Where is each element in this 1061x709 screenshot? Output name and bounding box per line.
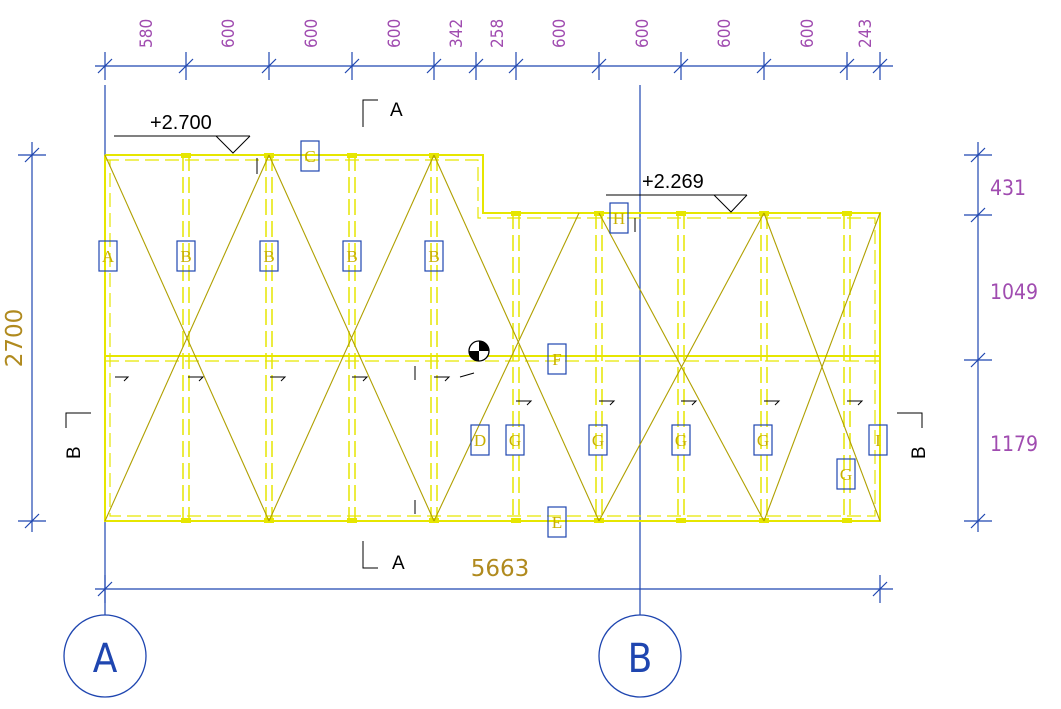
top-dim-6: 258 [488,19,508,48]
svg-text:A: A [392,553,405,574]
right-dimension-chain [964,142,992,532]
svg-text:B: B [64,446,85,459]
svg-text:A: A [102,247,115,266]
top-dim-3: 600 [302,19,322,48]
top-dim-1: 580 [137,19,157,48]
member-tag-e: E [547,506,567,538]
grid-bubble-a: A [63,614,147,698]
member-tag-i1: I [868,424,888,456]
svg-text:G: G [757,431,769,450]
member-tag-b3: B [342,240,362,272]
top-dimension-labels: 580 600 600 600 342 258 600 600 600 600 … [137,19,876,48]
top-dim-4: 600 [385,19,405,48]
bottom-dimension [95,575,893,603]
bottom-dim-label: 5663 [471,556,530,582]
grid-bubble-b: B [598,614,682,698]
member-tag-b2: B [259,240,279,272]
right-dim-1: 431 [990,176,1026,200]
right-dim-3: 1179 [990,432,1038,456]
level-marker-upper: +2.700 [114,112,251,154]
top-dim-7: 600 [550,19,570,48]
member-tag-a1: A [98,240,118,272]
member-tag-d1: D [470,424,490,456]
svg-text:B: B [263,247,274,266]
member-tag-h: H [609,202,629,234]
svg-text:G: G [592,431,604,450]
member-tag-g2: G [588,424,608,456]
svg-text:G: G [675,431,687,450]
svg-text:A: A [93,636,118,682]
center-of-gravity-icon [468,340,490,362]
svg-text:H: H [613,209,625,228]
svg-text:B: B [628,636,653,682]
member-direction-marks [115,158,864,514]
level-label-lower: +2.269 [642,171,704,193]
top-dim-10: 600 [798,19,818,48]
svg-text:B: B [346,247,357,266]
top-dim-11: 243 [856,19,876,48]
top-dimension-chain [95,52,893,80]
framing-members [104,153,881,523]
section-marker-a-bottom: A [362,541,405,574]
level-marker-lower: +2.269 [606,171,748,213]
member-tag-g1: G [505,424,525,456]
member-tag-b4: B [424,240,444,272]
top-dim-8: 600 [633,19,653,48]
right-dim-2: 1049 [990,280,1038,304]
svg-text:B: B [909,446,930,459]
svg-text:B: B [180,247,191,266]
member-tag-f: F [547,343,567,375]
svg-text:F: F [552,350,561,369]
top-dim-9: 600 [715,19,735,48]
level-label-upper: +2.700 [150,112,212,134]
top-dim-2: 600 [219,19,239,48]
member-tag-g5: G [836,458,856,490]
member-tag-g4: G [753,424,773,456]
cross-bracing [104,154,881,522]
svg-text:E: E [552,513,562,532]
member-tag-g3: G [671,424,691,456]
svg-text:G: G [840,465,852,484]
top-dim-5: 342 [447,19,467,48]
left-dimension [18,142,46,532]
section-marker-b-right: B [897,412,930,459]
svg-text:I: I [875,431,881,450]
member-tag-b1: B [176,240,196,272]
section-marker-b-left: B [64,412,91,459]
svg-text:A: A [390,100,403,121]
svg-text:C: C [304,147,315,166]
member-tags: C H F E A B B B B D G G G G G I [98,140,888,538]
left-dim-label: 2700 [2,309,28,368]
svg-text:D: D [474,431,486,450]
svg-text:B: B [428,247,439,266]
svg-text:G: G [509,431,521,450]
member-tag-c: C [300,140,320,172]
section-marker-a-top: A [362,99,403,127]
